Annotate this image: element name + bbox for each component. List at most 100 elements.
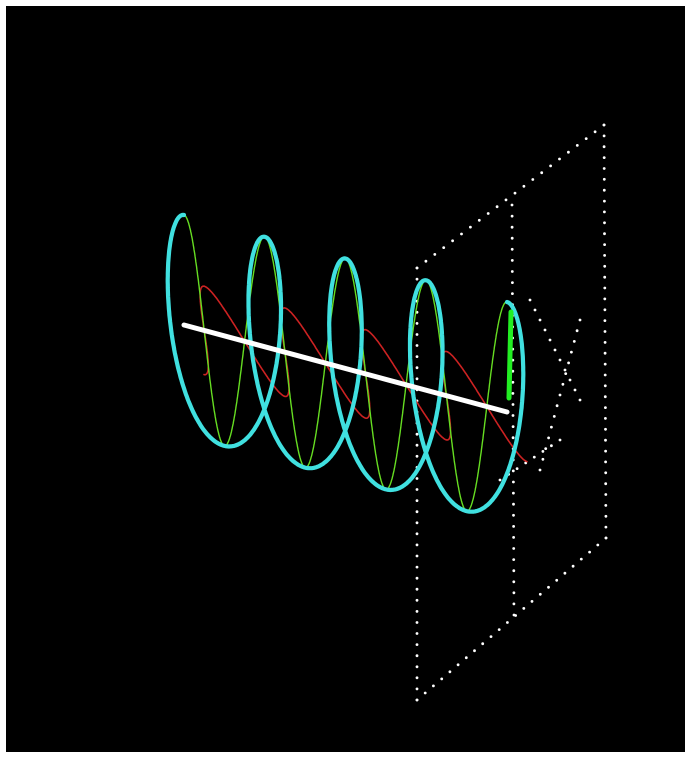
plane-edge-bottom-dot	[506, 621, 509, 624]
plane-guide-diagonal-a-dot	[543, 328, 547, 332]
plane-guide-vertical-dot	[512, 569, 516, 573]
plane-edge-bottom-dot	[456, 663, 460, 667]
plane-guide-diagonal-a-dot	[558, 358, 562, 362]
plane-guide-vertical-dot	[512, 502, 515, 506]
plane-guide-vertical-dot	[512, 513, 515, 517]
plane-edge-left-dot	[415, 510, 419, 514]
plane-guide-diagonal-b-dot	[550, 425, 553, 429]
plane-edge-bottom-dot	[448, 670, 452, 674]
3d-viewport[interactable]	[6, 6, 685, 752]
plane-guide-diagonal-b-dot	[570, 350, 573, 354]
plane-guide-diagonal-b-dot	[564, 372, 568, 375]
plane-guide-diagonal-b-dot	[578, 318, 582, 322]
plane-guide-vertical-dot	[511, 403, 515, 406]
plane-edge-left-dot	[415, 532, 419, 536]
plane-edge-left-dot	[415, 499, 419, 502]
plane-edge-right-dot	[604, 449, 607, 453]
plane-edge-left-dot	[415, 432, 419, 436]
resultant-helix-curve	[165, 212, 526, 514]
plane-edge-top-dot	[531, 178, 535, 181]
plane-guide-vertical-dot	[512, 547, 516, 550]
plane-edge-right-dot	[604, 493, 608, 496]
plane-guide-vertical-dot	[512, 580, 516, 584]
plane-edge-top-dot	[567, 150, 570, 154]
plane-edge-top-dot	[504, 198, 508, 202]
plane-edge-right-dot	[603, 221, 606, 225]
plane-edge-right-dot	[603, 232, 606, 236]
plane-guide-vertical-dot	[511, 425, 515, 428]
plane-guide-diagonal-b-dot	[544, 447, 548, 450]
plane-edge-right-dot	[602, 145, 606, 149]
plane-edge-right-dot	[603, 199, 606, 203]
plane-edge-left-dot	[415, 477, 419, 480]
plane-edge-left-dot	[415, 565, 419, 569]
plane-edge-left-dot	[415, 277, 419, 281]
plane-edge-top-dot	[513, 191, 517, 195]
plane-edge-left-dot	[415, 654, 419, 658]
plane-edge-right-dot	[604, 438, 607, 442]
plane-guide-vertical-dot	[512, 613, 516, 617]
plane-edge-top-dot	[433, 253, 437, 256]
plane-edge-right-dot	[602, 123, 606, 127]
plane-edge-left-dot	[415, 676, 419, 680]
plane-edge-left-dot	[415, 576, 419, 580]
plane-edge-left-dot	[415, 587, 419, 591]
plane-edge-bottom-dot	[547, 585, 550, 589]
plane-edge-top-dot	[558, 157, 561, 161]
plane-guide-vertical-dot	[511, 414, 515, 417]
plane-edge-bottom-dot	[571, 564, 575, 568]
plane-guide-diagonal-b-dot	[561, 382, 565, 386]
plane-edge-right-dot	[603, 319, 607, 322]
plane-guide-diagonal-b-dot	[572, 340, 576, 343]
plane-edge-right-dot	[603, 351, 607, 355]
plane-guide-diagonal-b-dot	[547, 436, 550, 440]
plane-edge-left-dot	[415, 543, 419, 547]
plane-edge-bottom-dot	[497, 628, 501, 631]
plane-edge-right-dot	[603, 297, 607, 301]
plane-edge-top-dot	[486, 212, 490, 215]
plane-edge-left-dot	[415, 355, 419, 358]
plane-edge-left-dot	[415, 443, 419, 447]
plane-guide-vertical-dot	[512, 591, 516, 595]
plane-edge-left-dot	[415, 632, 419, 635]
plane-edge-right-dot	[604, 525, 608, 529]
plane-edge-left-dot	[415, 554, 419, 558]
plane-edge-left-dot	[415, 377, 419, 381]
plane-edge-left-dot	[415, 698, 419, 702]
plane-edge-right-dot	[602, 134, 606, 138]
plane-guide-vertical-dot	[512, 480, 515, 484]
plane-edge-right-dot	[602, 156, 606, 160]
plane-guide-diagonal-a-dot	[528, 298, 532, 302]
plane-guide-vertical-dot	[512, 536, 515, 539]
plane-edge-top-dot	[469, 225, 472, 229]
plane-edge-bottom-dot	[423, 691, 427, 695]
wave-scene	[165, 123, 608, 702]
plane-guide-diagonal-b-dot	[575, 329, 579, 333]
plane-edge-right-dot	[604, 427, 607, 431]
plane-guide-diagonal-b-dot	[541, 457, 545, 461]
plane-edge-bottom-dot	[563, 571, 567, 575]
plane-guide-diagonal-a-dot	[563, 368, 567, 372]
plane-edge-bottom-dot	[538, 592, 542, 596]
plane-edge-top-dot	[549, 164, 552, 168]
plane-edge-bottom-dot	[588, 550, 591, 554]
projection-plane	[415, 123, 608, 702]
plane-edge-bottom-dot	[432, 684, 435, 688]
plane-edge-bottom-dot	[530, 600, 534, 603]
plane-guide-diagonal-c-dot	[550, 444, 553, 448]
plane-guide-vertical-dot	[511, 469, 515, 473]
plane-guide-diagonal-a-dot	[533, 308, 537, 312]
plane-edge-right-dot	[603, 275, 607, 279]
plane-edge-bottom-dot	[464, 656, 468, 660]
plane-edge-right-dot	[602, 188, 606, 192]
plane-guide-vertical-dot	[512, 602, 516, 606]
plane-edge-right-dot	[603, 243, 606, 247]
plane-edge-left-dot	[415, 521, 419, 525]
plane-edge-left-dot	[415, 643, 419, 646]
plane-edge-left-dot	[415, 687, 419, 691]
plane-edge-right-dot	[603, 308, 607, 312]
plane-edge-right-dot	[603, 330, 607, 333]
plane-edge-right-dot	[602, 167, 606, 170]
plane-edge-right-dot	[604, 460, 607, 464]
